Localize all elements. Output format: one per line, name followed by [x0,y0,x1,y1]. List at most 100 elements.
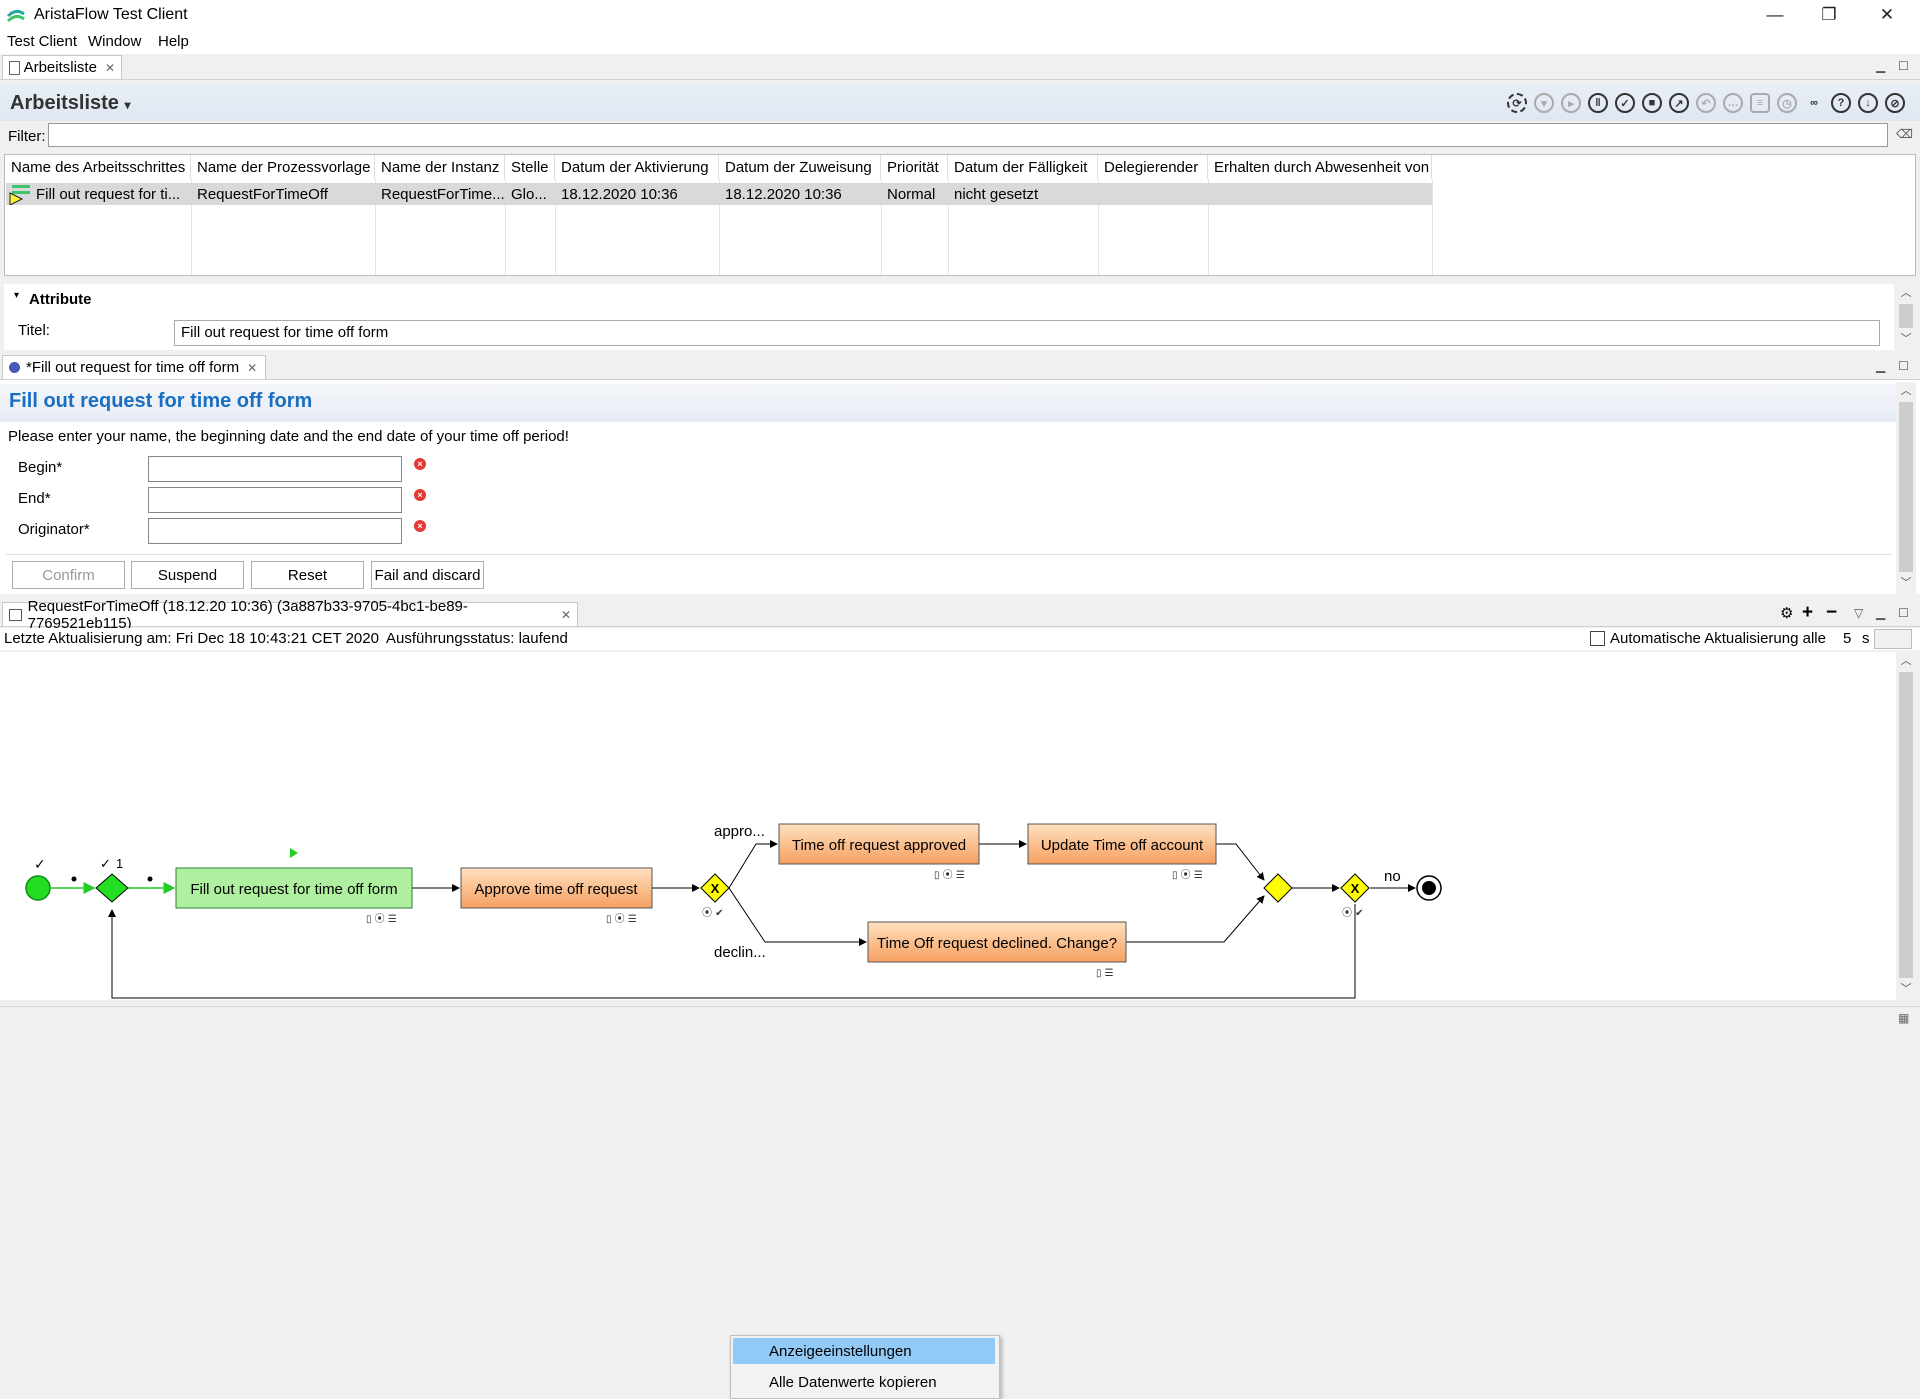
menu-window[interactable]: Window [88,33,142,50]
worklist-tab-bar: Arbeitsliste ✕ ▁ ☐ [0,55,1920,80]
view-menu-icon[interactable]: ▽ [1854,606,1864,620]
close-icon[interactable]: ✕ [104,60,115,75]
attribute-section: ▾ Attribute Titel: Fill out request for … [4,284,1894,350]
process-info-bar: Letzte Aktualisierung am: Fri Dec 18 10:… [0,628,1920,650]
activity-node[interactable] [778,823,980,865]
maximize-view-icon[interactable]: ☐ [1898,359,1909,373]
column-header[interactable]: Datum der Zuweisung [719,155,881,179]
activity-label: Fill out request for time off form [190,881,397,898]
scroll-down-icon[interactable]: ﹀ [1900,577,1912,589]
column-header[interactable]: Datum der Aktivierung [555,155,719,179]
close-icon[interactable]: ✕ [247,360,258,375]
scroll-up-icon[interactable]: ︿ [1900,287,1912,299]
close-icon[interactable]: ✕ [560,607,571,622]
menu-item-copy-data-values[interactable]: Alle Datenwerte kopieren [769,1373,937,1391]
minimize-view-icon[interactable]: ▁ [1876,59,1886,73]
xor-join-gateway[interactable] [1263,873,1293,903]
column-header[interactable]: Priorität [881,155,948,179]
end-input[interactable] [148,487,402,513]
collapse-icon[interactable]: ▾ [14,290,20,301]
column-header[interactable]: Name der Prozessvorlage [191,155,375,179]
clear-filter-icon[interactable]: ⌫ [1896,127,1913,141]
table-cell: 18.12.2020 10:36 [561,185,678,203]
column-header[interactable]: Datum der Fälligkeit [948,155,1098,179]
activity-node[interactable] [460,867,653,909]
fail-and-discard-button[interactable]: Fail and discard [371,561,484,589]
token-dot [71,876,77,882]
scroll-up-icon[interactable]: ︿ [1900,385,1912,397]
scroll-thumb[interactable] [1899,672,1913,978]
table-cell [1208,183,1432,205]
menu-item-display-settings[interactable]: Anzeigeeinstellungen [733,1338,995,1364]
title-field[interactable]: Fill out request for time off form [174,320,1880,346]
begin-input[interactable] [148,456,402,482]
form-tab-bar: *Fill out request for time off form ✕ ▁ … [0,355,1920,380]
scroll-down-icon[interactable]: ﹀ [1900,983,1912,995]
reset-button[interactable]: Reset [251,561,364,589]
heap-status-icon[interactable]: ▦ [1898,1011,1910,1025]
scroll-thumb[interactable] [1899,304,1913,328]
timer-disabled-icon: ◷ [1777,93,1797,113]
forward-icon[interactable]: ↗ [1669,93,1689,113]
auto-update-checkbox[interactable] [1590,631,1605,646]
xor-split-gateway[interactable] [700,873,730,903]
attribute-scrollbar[interactable]: ︿ ﹀ [1896,284,1916,350]
close-button[interactable]: ✕ [1879,5,1895,24]
begin-label: Begin* [18,459,63,476]
tab-worklist[interactable]: Arbeitsliste ✕ [2,55,122,79]
column-header[interactable]: Name der Instanz [375,155,505,179]
activity-node[interactable] [867,921,1127,963]
settings-icon[interactable]: ⚙ [1780,605,1794,622]
refresh-icon[interactable]: ⟳ [1507,93,1527,113]
end-label: End* [18,490,51,507]
download-icon[interactable]: ↓ [1858,93,1878,113]
confirm-button[interactable]: Confirm [12,561,125,589]
table-row[interactable]: Fill out request for ti... RequestForTim… [6,183,1432,205]
loop-start-gateway[interactable] [95,873,129,903]
zoom-in-icon[interactable]: + [1802,602,1814,623]
scroll-up-icon[interactable]: ︿ [1900,655,1912,667]
restore-button[interactable]: ❐ [1821,5,1837,24]
process-scrollbar[interactable]: ︿ ﹀ [1896,652,1916,1000]
originator-input[interactable] [148,518,402,544]
finish-icon[interactable]: ✓ [1615,93,1635,113]
suspend-button[interactable]: Suspend [131,561,244,589]
scroll-thumb[interactable] [1899,402,1913,572]
auto-update-interval[interactable]: 5 [1843,630,1852,647]
form-scrollbar[interactable]: ︿ ﹀ [1896,382,1916,594]
maximize-view-icon[interactable]: ☐ [1898,606,1909,620]
cancel-icon[interactable]: ⊘ [1885,93,1905,113]
process-graph-canvas[interactable]: ✓ ✓ 1 Fill out request for time off form… [0,652,1896,1399]
divider [6,554,1892,555]
minimize-view-icon[interactable]: ▁ [1876,606,1886,620]
column-header[interactable]: Name des Arbeitsschrittes [5,155,191,179]
worklist-title[interactable]: Arbeitsliste ▾ [10,92,131,114]
menu-help[interactable]: Help [158,33,189,50]
activity-node[interactable] [1027,823,1217,865]
tab-form[interactable]: *Fill out request for time off form ✕ [2,355,266,379]
zoom-out-icon[interactable]: − [1826,602,1838,623]
suspend-icon[interactable]: ‖ [1588,93,1608,113]
column-header[interactable]: Erhalten durch Abwesenheit von [1208,155,1432,179]
help-icon[interactable]: ? [1831,93,1851,113]
maximize-view-icon[interactable]: ☐ [1898,59,1909,73]
loop-end-gateway[interactable] [1340,873,1370,903]
filter-input[interactable] [48,123,1888,147]
attribute-section-title[interactable]: Attribute [29,291,92,308]
context-menu: Anzeigeeinstellungen Alle Datenwerte kop… [730,1335,1000,1399]
process-tab-label: RequestForTimeOff (18.12.20 10:36) (3a88… [27,597,468,632]
tab-process[interactable]: RequestForTimeOff (18.12.20 10:36) (3a88… [2,598,578,632]
column-header[interactable]: Stelle [505,155,555,179]
column-header[interactable]: Delegierender [1098,155,1208,179]
minimize-view-icon[interactable]: ▁ [1876,359,1886,373]
menu-test-client[interactable]: Test Client [7,33,78,50]
auto-update-apply-button[interactable] [1874,629,1912,649]
activity-node[interactable] [175,867,413,909]
scroll-down-icon[interactable]: ﹀ [1900,333,1912,345]
worklist-item-icon [9,185,30,205]
start-node[interactable] [25,875,51,901]
minimize-button[interactable]: — [1766,5,1784,24]
edge [1216,843,1265,881]
stop-icon[interactable]: ■ [1642,93,1662,113]
share-icon[interactable]: ∞ [1810,97,1818,109]
